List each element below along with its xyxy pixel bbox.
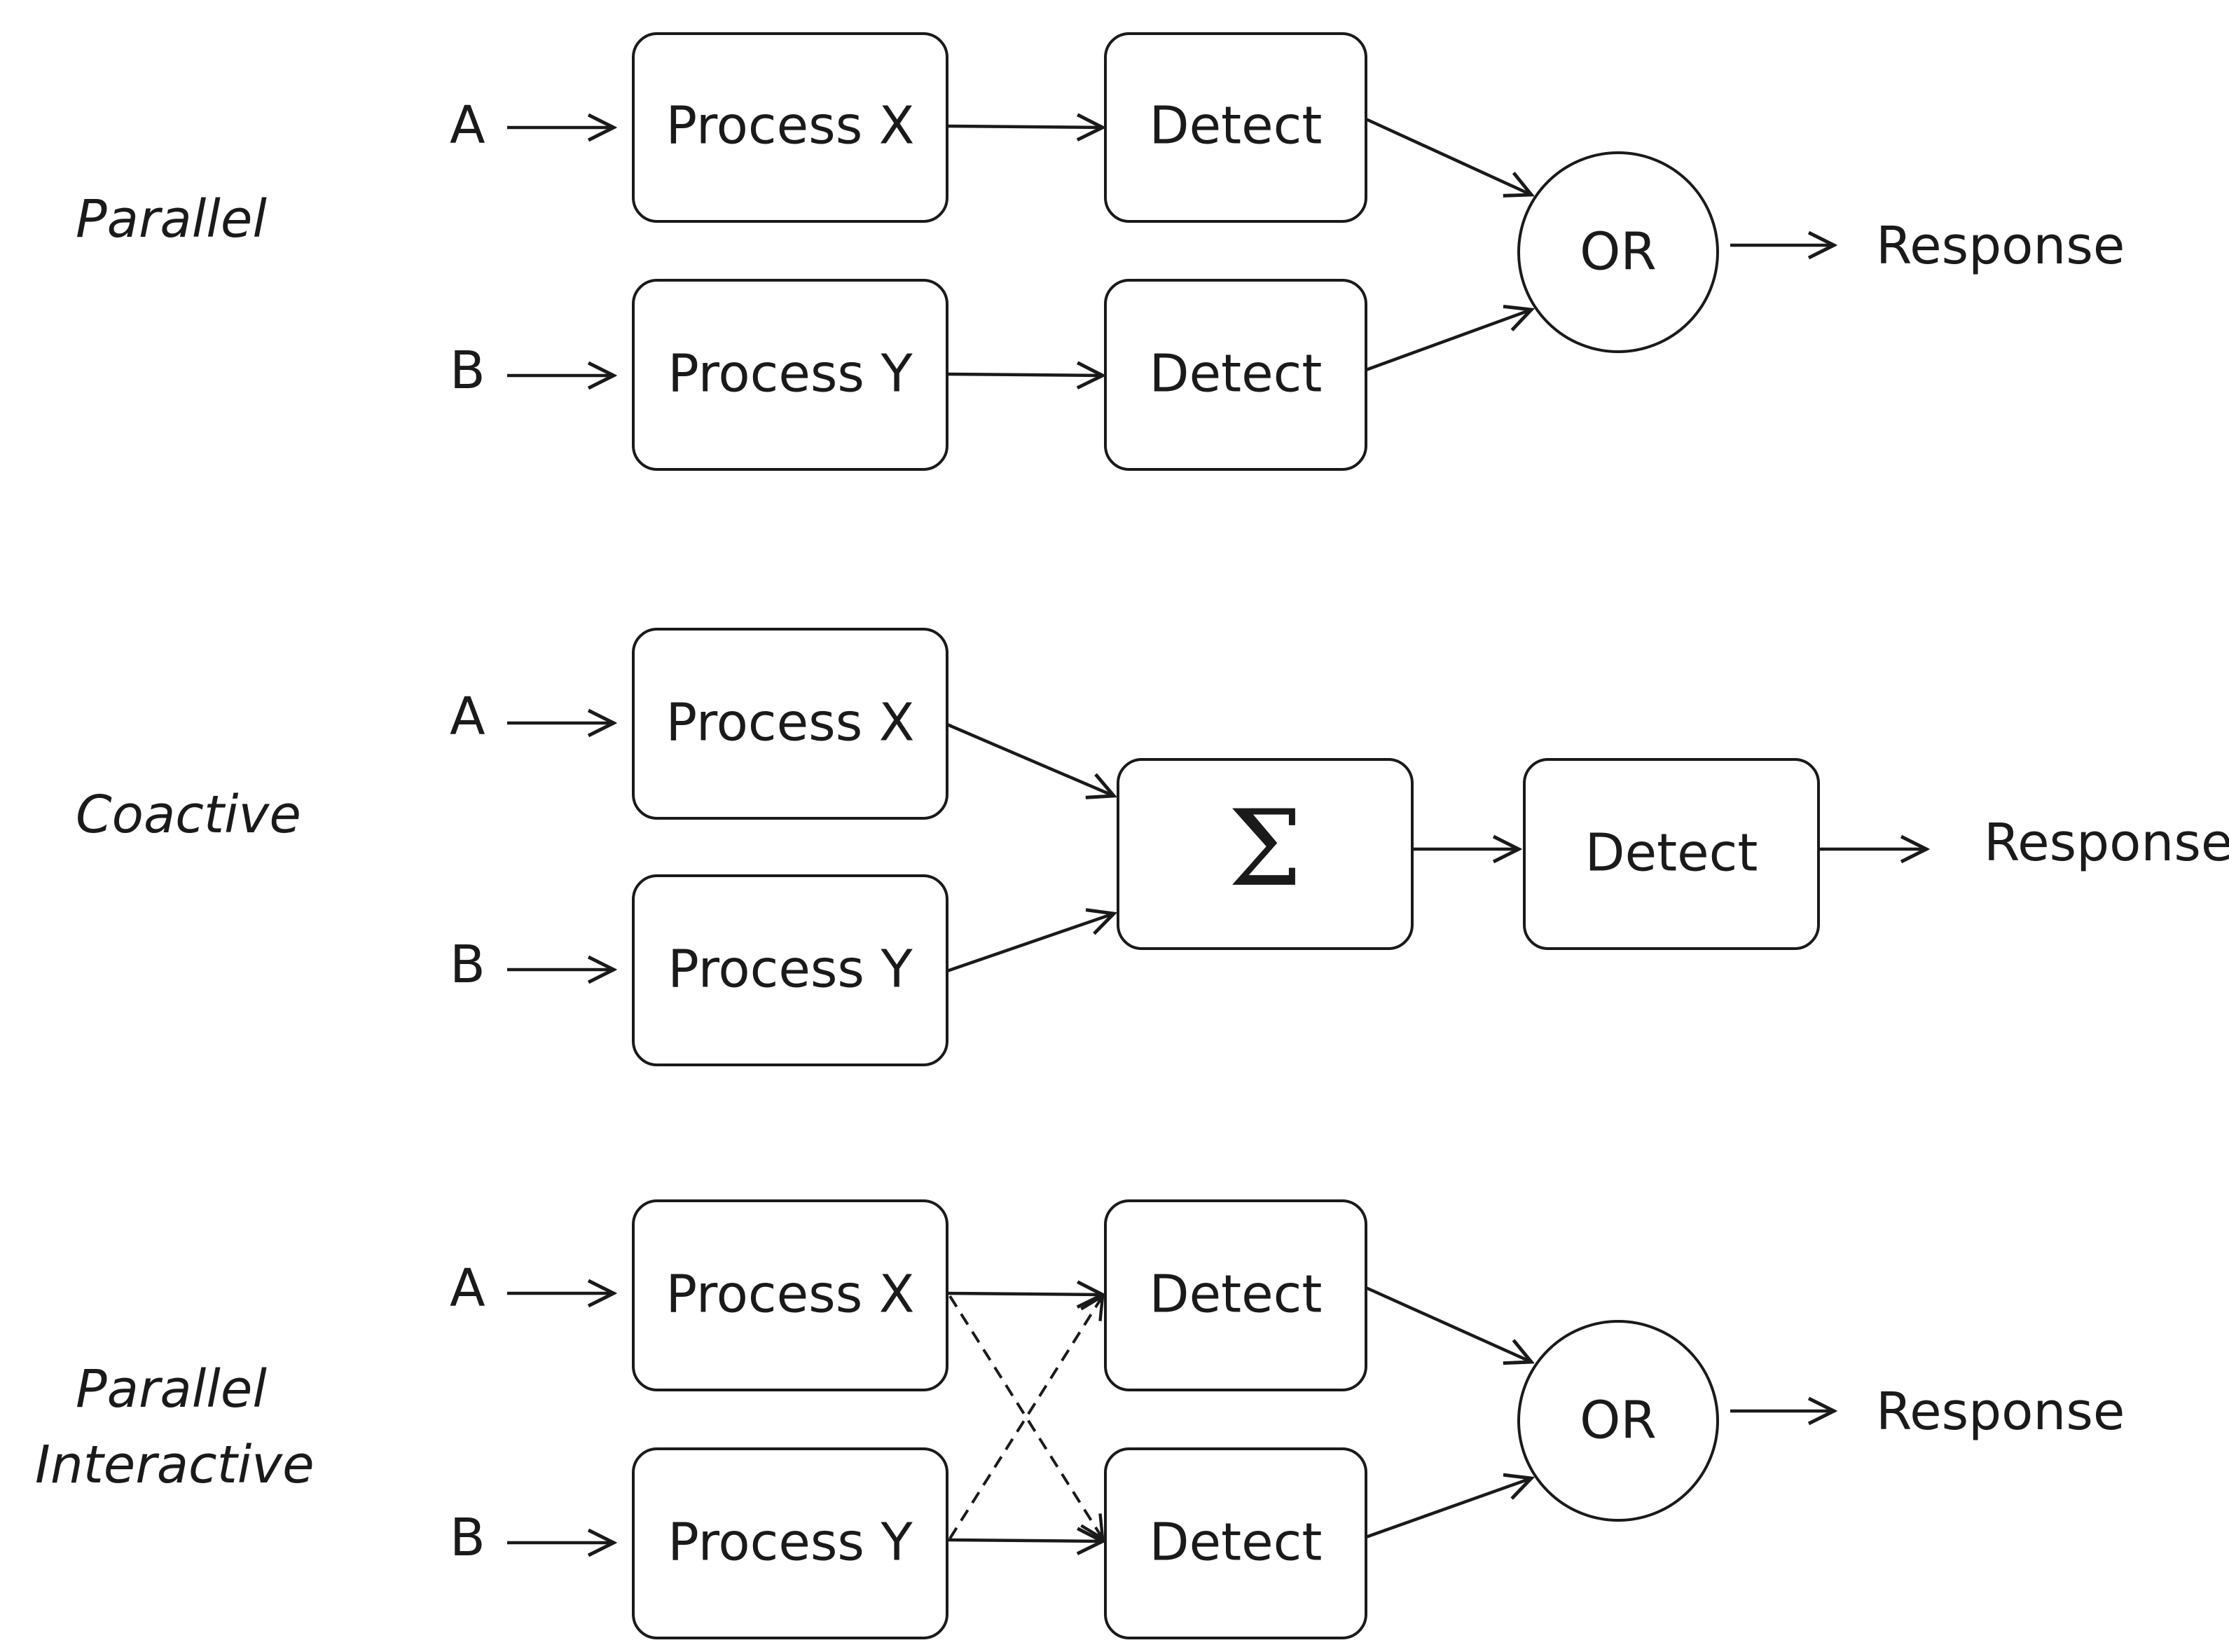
parallel-interactive-edge-process-x-to-detect xyxy=(946,1293,1103,1295)
parallel-interactive-process-y-label: Process Y xyxy=(668,1513,913,1573)
coactive-detect-label: Detect xyxy=(1585,823,1758,883)
parallel-detect-top-node: Detect xyxy=(1104,32,1367,223)
parallel-interactive-model-label-line1: Parallel xyxy=(76,1359,267,1419)
coactive-process-y-label: Process Y xyxy=(668,939,913,1000)
coactive-edge-process-y-to-sum xyxy=(946,914,1114,973)
parallel-response-label: Response xyxy=(1876,216,2125,276)
parallel-interactive-input-b: B xyxy=(450,1508,485,1568)
coactive-edge-process-x-to-sum xyxy=(946,722,1114,796)
parallel-interactive-panel: Parallel Interactive A B Process X Proce… xyxy=(35,1199,2125,1639)
parallel-interactive-detect-bottom-label: Detect xyxy=(1150,1513,1323,1573)
parallel-panel: Parallel A B Process X Process Y Detect … xyxy=(76,32,2125,471)
coactive-panel: Coactive A B Process X Process Y Σ Detec… xyxy=(76,628,2229,1066)
parallel-detect-bottom-node: Detect xyxy=(1104,279,1367,471)
parallel-or-gate: OR xyxy=(1517,151,1719,353)
parallel-interactive-process-x-node: Process X xyxy=(632,1199,948,1391)
parallel-detect-bottom-label: Detect xyxy=(1150,344,1323,404)
parallel-input-a: A xyxy=(450,95,485,156)
sigma-icon: Σ xyxy=(1228,788,1302,910)
parallel-interactive-edge-detect-bottom-to-or xyxy=(1365,1478,1531,1539)
parallel-process-x-label: Process X xyxy=(666,96,915,156)
parallel-interactive-edge-detect-top-to-or xyxy=(1365,1286,1531,1362)
coactive-process-x-label: Process X xyxy=(666,693,915,753)
coactive-input-a: A xyxy=(450,687,485,747)
parallel-process-y-node: Process Y xyxy=(632,279,948,471)
parallel-interactive-model-label-line2: Interactive xyxy=(35,1435,315,1495)
parallel-interactive-edge-process-y-to-detect xyxy=(946,1540,1103,1541)
coactive-input-b: B xyxy=(450,935,485,995)
parallel-interactive-detect-bottom-node: Detect xyxy=(1104,1447,1367,1639)
parallel-interactive-detect-top-label: Detect xyxy=(1150,1265,1323,1325)
parallel-edge-process-y-to-detect xyxy=(946,374,1103,376)
parallel-process-y-label: Process Y xyxy=(668,344,913,404)
parallel-edge-process-x-to-detect xyxy=(946,126,1103,128)
parallel-or-label: OR xyxy=(1580,222,1657,282)
coactive-process-y-node: Process Y xyxy=(632,874,948,1066)
coactive-model-label: Coactive xyxy=(76,785,301,845)
parallel-detect-top-label: Detect xyxy=(1150,96,1323,156)
parallel-interactive-cross-edge-y-to-top-detect xyxy=(948,1296,1103,1540)
coactive-process-x-node: Process X xyxy=(632,628,948,820)
parallel-interactive-process-x-label: Process X xyxy=(666,1265,915,1325)
parallel-edge-detect-bottom-to-or xyxy=(1365,310,1531,372)
coactive-sum-node: Σ xyxy=(1117,758,1414,950)
parallel-interactive-or-gate: OR xyxy=(1517,1320,1719,1522)
parallel-interactive-or-label: OR xyxy=(1580,1391,1657,1451)
parallel-process-x-node: Process X xyxy=(632,32,948,223)
coactive-response-label: Response xyxy=(1984,813,2229,873)
parallel-interactive-response-label: Response xyxy=(1876,1382,2125,1442)
parallel-model-label: Parallel xyxy=(76,189,267,249)
parallel-interactive-process-y-node: Process Y xyxy=(632,1447,948,1639)
parallel-interactive-cross-edge-x-to-bottom-detect xyxy=(948,1295,1103,1539)
coactive-detect-node: Detect xyxy=(1523,758,1820,950)
parallel-input-b: B xyxy=(450,340,485,401)
parallel-interactive-input-a: A xyxy=(450,1258,485,1319)
parallel-interactive-detect-top-node: Detect xyxy=(1104,1199,1367,1391)
parallel-edge-detect-top-to-or xyxy=(1365,117,1531,195)
